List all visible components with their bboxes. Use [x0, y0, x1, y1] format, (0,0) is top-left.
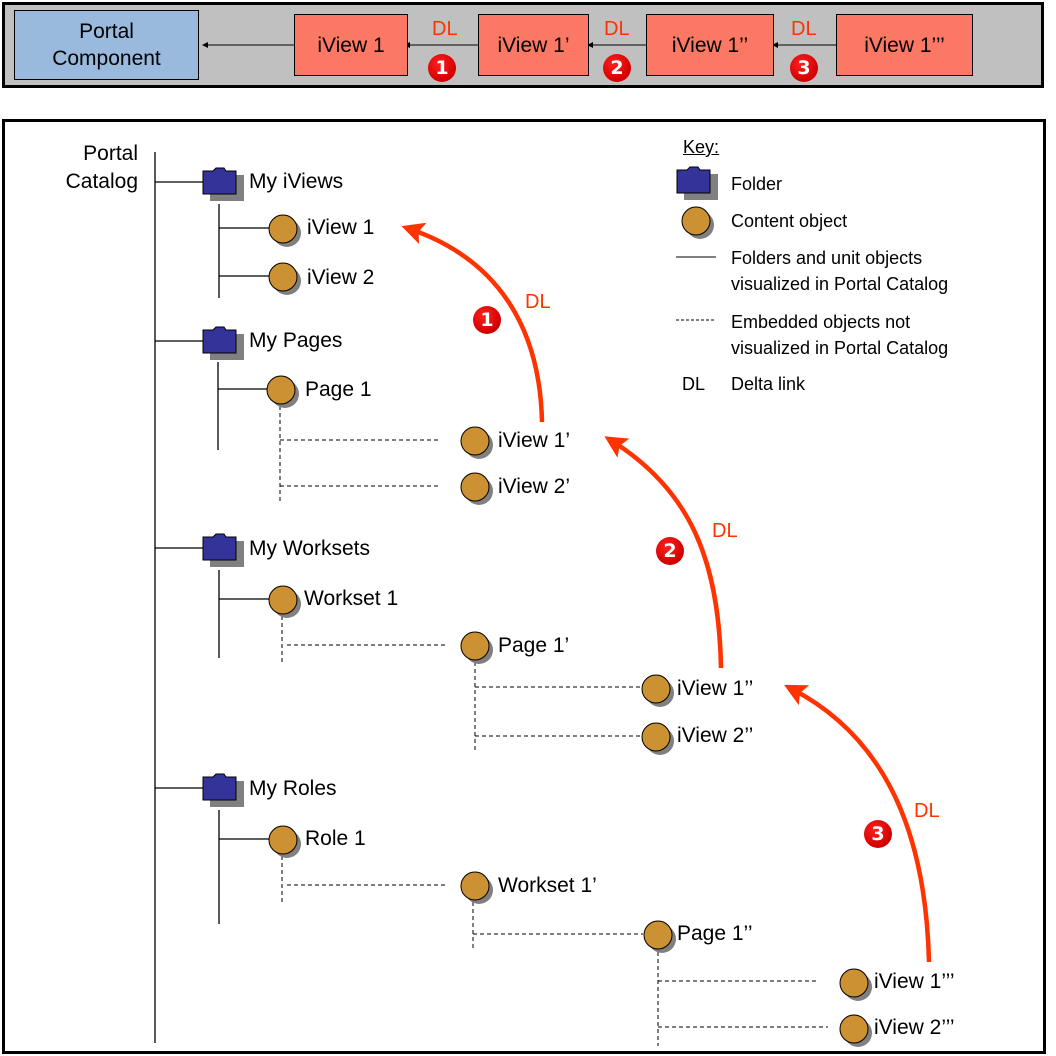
portal-catalog-panel: [2, 119, 1046, 1054]
content-object-icon: [839, 1014, 873, 1048]
flow-badge-2: 2: [603, 54, 631, 82]
node-label-iview-1-triple-prime: iView 1’’’: [874, 970, 955, 993]
node-label-page-1: Page 1: [305, 378, 372, 401]
node-label-iview-2-prime: iView 2’: [498, 475, 570, 498]
node-label-iview-1-prime: iView 1’: [498, 429, 570, 452]
content-object-icon: [460, 426, 494, 460]
key-title: Key:: [683, 137, 720, 157]
node-label-iview-2-double-prime: iView 2’’: [677, 724, 754, 747]
delta-link-arc-3: [784, 684, 932, 963]
node-label-iview-2-triple-prime: iView 2’’’: [874, 1016, 955, 1039]
content-object-icon: [460, 871, 494, 905]
folder-label-my-roles: My Roles: [249, 777, 337, 800]
flow-dl-label-2: DL: [604, 18, 630, 40]
dashed-embedded-lines: [279, 406, 828, 1046]
flow-dl-label-1: DL: [432, 18, 458, 40]
content-object-icon: [268, 825, 302, 859]
key-dashed-line-text: Embedded objects not visualized in Porta…: [731, 312, 949, 358]
flow-box-iview-1-triple-prime: iView 1’’’: [836, 14, 973, 76]
delta-link-label-3: DL: [914, 800, 940, 822]
key-content-object-icon: [681, 206, 715, 240]
flow-box-iview-1-prime: iView 1’: [478, 14, 589, 76]
solid-tree-lines: [154, 152, 270, 1043]
flow-dl-label-3: DL: [791, 18, 817, 40]
delta-link-arcs: [401, 222, 932, 963]
flow-connectors: [202, 42, 836, 48]
portal-catalog-label: Portal Catalog: [65, 142, 138, 193]
folder-label-my-pages: My Pages: [249, 329, 343, 352]
content-object-icon: [268, 214, 302, 248]
node-label-iview-1-double-prime: iView 1’’: [677, 677, 754, 700]
delta-link-label-1: DL: [525, 291, 551, 313]
delta-link-label-2: DL: [712, 520, 738, 542]
delta-link-badge-3: 3: [864, 820, 892, 848]
key-dl-text: Delta link: [731, 374, 806, 394]
content-object-icon: [268, 262, 302, 296]
node-label-iview-1: iView 1: [307, 216, 375, 239]
node-label-iview-2: iView 2: [307, 266, 375, 289]
folder-icon: [202, 167, 245, 202]
content-object-icon: [460, 472, 494, 506]
key-content-object-text: Content object: [731, 211, 848, 231]
folder-label-my-worksets: My Worksets: [249, 537, 370, 560]
delta-link-badge-1: 1: [473, 306, 501, 334]
folder-icon: [202, 326, 245, 361]
key-folder-icon: [676, 166, 719, 201]
node-label-workset-1: Workset 1: [304, 587, 399, 610]
content-object-icon: [643, 920, 677, 954]
content-object-icon: [641, 674, 675, 708]
folder-icon: [202, 773, 245, 808]
content-object-icon: [839, 968, 873, 1002]
content-object-icon: [641, 722, 675, 756]
folder-label-my-iviews: My iViews: [249, 170, 344, 193]
key-dl-symbol: DL: [682, 374, 706, 394]
key-folder-text: Folder: [731, 174, 783, 194]
content-object-icon: [266, 375, 300, 409]
flow-badge-1: 1: [428, 54, 456, 82]
key-solid-line-text: Folders and unit objects visualized in P…: [731, 248, 949, 294]
node-label-workset-1-prime: Workset 1’: [498, 874, 597, 897]
node-label-page-1-double-prime: Page 1’’: [677, 922, 753, 945]
folder-icon: [202, 533, 245, 568]
flow-box-iview-1-double-prime: iView 1’’: [646, 14, 774, 76]
delta-link-arc-1: [401, 222, 545, 423]
node-label-page-1-prime: Page 1’: [498, 634, 570, 657]
content-object-icon: [460, 631, 494, 665]
node-label-role-1: Role 1: [305, 827, 366, 850]
portal-component-box: Portal Component: [14, 10, 199, 80]
delta-link-arc-2: [604, 436, 724, 669]
flow-badge-3: 3: [790, 54, 818, 82]
content-object-icon: [268, 585, 302, 619]
delta-link-badge-2: 2: [656, 537, 684, 565]
flow-box-iview-1: iView 1: [294, 14, 408, 76]
